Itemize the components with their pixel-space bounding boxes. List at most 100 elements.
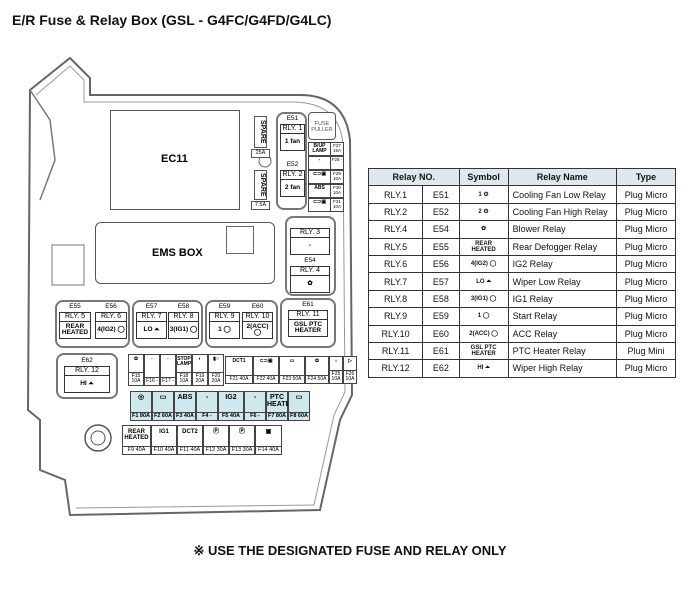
connector: E54 [422, 220, 460, 239]
fuse-symbol: PTC HEATER [267, 394, 296, 408]
relay-name: Rear Defogger Relay [507, 237, 618, 256]
header-symbol: Symbol [458, 167, 509, 187]
relay-type: Plug Micro [616, 254, 676, 274]
connector: E51 [422, 185, 460, 204]
fuse-puller[interactable]: FUSE PULLER [308, 112, 336, 140]
fuse-slot[interactable]: ▮○F20 20A [208, 354, 224, 386]
fuse-slot[interactable]: ◎F1 80A [130, 391, 152, 421]
relay-symbol: GSL PTC HEATER [288, 320, 328, 337]
fuse-slot[interactable]: -F17 - [160, 354, 176, 386]
relay-connector-label: E58 [177, 303, 190, 310]
relay-name: Cooling Fan High Relay [507, 202, 618, 222]
fuse-slot[interactable]: -F6 - [244, 391, 266, 421]
fuse-rating: F27 15A [330, 143, 343, 155]
relay-number-label: RLY. 6 [95, 312, 127, 322]
connector: E60 [422, 324, 460, 343]
fuse-symbol: - [318, 157, 321, 163]
fuse-slot[interactable]: ☼F25 10A [329, 356, 343, 384]
fuse-slot[interactable]: ▭F8 60A [288, 391, 310, 421]
fuse-symbol: ✿ [133, 356, 139, 362]
relay-type: Plug Micro [616, 220, 676, 239]
relay-number: RLY.9 [367, 307, 424, 326]
fuse-symbol: ▭ [159, 394, 167, 401]
relay-symbol: ✿ [458, 220, 509, 239]
footer-note: ※ USE THE DESIGNATED FUSE AND RELAY ONLY [193, 543, 507, 558]
fuse-slot[interactable]: ▣F14 40A [255, 425, 282, 455]
relay-number: RLY.11 [367, 341, 424, 361]
relay-type: Plug Micro [616, 289, 676, 309]
fuse-rating: F11 40A [178, 445, 202, 453]
spare-fuse-1-rating: 25A [251, 149, 270, 158]
fuse-slot[interactable]: ▭F2 60A [152, 391, 174, 421]
relay-symbol: 3(IG1) ◯ [168, 322, 199, 339]
relay-connector-label: E52 [286, 161, 299, 168]
relay-name: PTC Heater Relay [507, 341, 618, 361]
fuse-slot[interactable]: ⊂⊃▣F31 10A [308, 198, 344, 212]
relay-symbol: 1 fan [280, 134, 305, 151]
relay-symbol: REAR HEATED [59, 322, 91, 339]
fuse-symbol: ◐ [198, 356, 202, 362]
relay-name: Wiper Low Relay [507, 272, 618, 291]
relay-symbol: 3(IG1) ◯ [458, 289, 509, 309]
fuse-symbol: B/UP LAMP [312, 143, 327, 154]
fuse-slot[interactable]: -F16 - [144, 354, 160, 386]
relay-number-label: RLY. 7 [136, 312, 167, 322]
relay-symbol: LO ⏶ [458, 272, 509, 291]
fuse-rating: F31 10A [330, 199, 343, 211]
fuse-rating: F19 20A [193, 372, 207, 385]
fuse-symbol: ✿ [314, 358, 320, 364]
fuse-slot[interactable]: ⊂⊃▣F29 10A [308, 170, 344, 184]
fuse-rating: F16 - [145, 377, 159, 384]
fuse-slot[interactable]: ⊂⊃▣F22 40A [253, 356, 279, 384]
relay-number-label: RLY. 4 [290, 266, 330, 276]
fuse-slot[interactable]: -F28 - [308, 156, 344, 170]
relay-type: Plug Micro [616, 202, 676, 222]
relay-type: Plug Micro [616, 185, 676, 204]
fuse-symbol: ▭ [295, 394, 303, 401]
relay-slot[interactable]: RLY. 3- [290, 220, 330, 255]
fuse-rating: F4 - [197, 411, 217, 421]
fuse-slot[interactable]: ✿F24 50A [305, 356, 329, 384]
fuse-slot[interactable]: -F4 - [196, 391, 218, 421]
relay-number-label: RLY. 11 [288, 310, 328, 320]
fuse-slot[interactable]: ◐ F19 20A [192, 354, 208, 386]
fuse-slot[interactable]: ▭F23 50A [279, 356, 305, 384]
fuse-slot[interactable]: ✿F15 10A [128, 354, 144, 386]
fuse-rating: F22 40A [254, 375, 278, 383]
relay-number: RLY.7 [367, 272, 424, 291]
relay-type: Plug Micro [616, 359, 676, 378]
fuse-symbol: ▣ [265, 429, 272, 435]
fuse-slot[interactable]: ▷F26 10A [343, 356, 357, 384]
ems-connector [226, 226, 254, 254]
ems-box-label: EMS BOX [152, 247, 203, 259]
spare-fuse-2: SPARE [254, 170, 267, 200]
relay-symbol: LO ⏶ [136, 322, 167, 339]
fuse-symbol: DCT1 [232, 358, 246, 364]
